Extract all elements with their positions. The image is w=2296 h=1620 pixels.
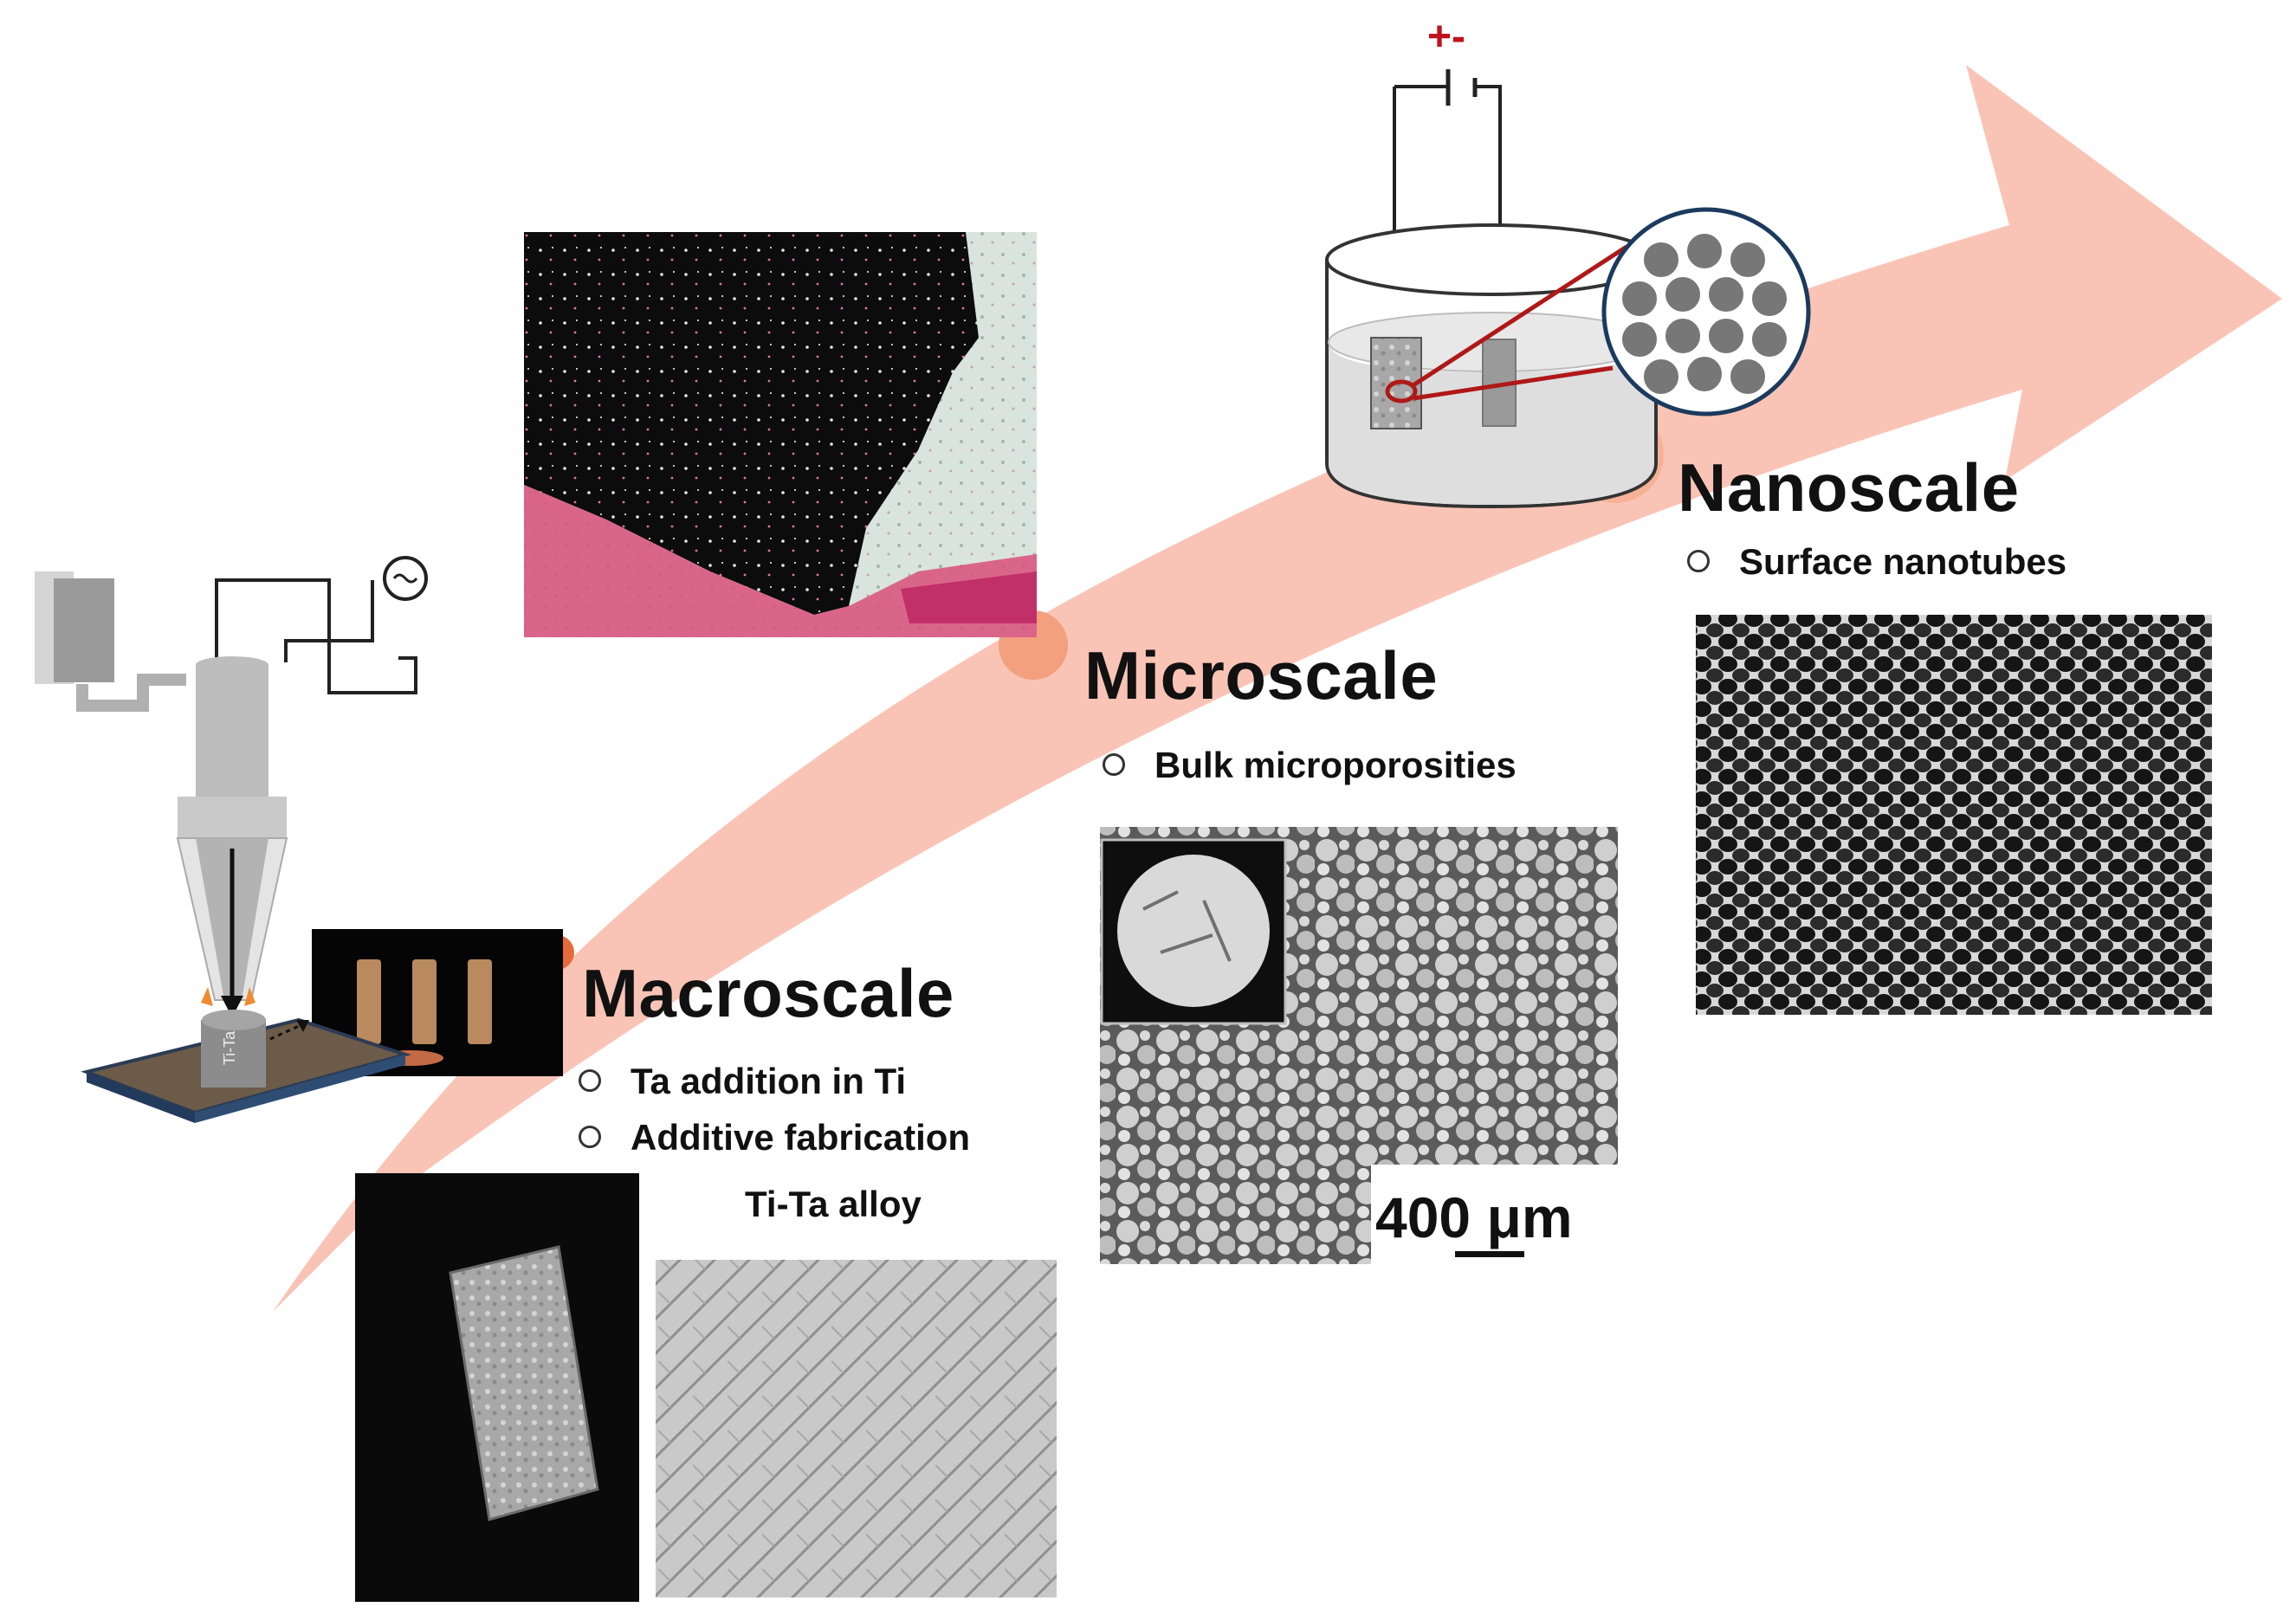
magnifier-circle-icon [1601,207,1811,416]
nanotube-sem-image [1696,615,2212,1015]
bullet-icon [1687,549,1710,572]
histology-image [524,232,1037,637]
scale-bar [1455,1251,1524,1257]
macroscale-sub-label: Ti-Ta alloy [745,1184,922,1224]
microscale-bullet-1: Bulk microporosities [1103,745,1517,786]
microporous-sem-image [1100,827,1618,1264]
polarity-label: +- [1427,14,1466,60]
scale-bar-label: 400 μm [1375,1185,1573,1249]
cylinder-sample-image [355,1173,639,1602]
deposition-printer [35,556,428,1123]
bullet-icon [1103,752,1125,776]
bullet-icon [579,1125,601,1148]
lamellar-microstructure-image [656,1260,1057,1597]
macroscale-bullet-1: Ta addition in Ti [579,1061,906,1102]
nanoscale-title: Nanoscale [1678,449,2020,526]
electrochemical-cell [1325,69,1811,509]
ac-source-icon [383,556,428,601]
macroscale-bullet-2: Additive fabrication [579,1117,970,1159]
bullet-icon [579,1068,601,1092]
macroscale-title: Macroscale [582,955,954,1031]
dc-battery-icon [1446,69,1478,106]
printer-sample-label: Ti-Ta [221,1030,239,1066]
nanoscale-bullet-1: Surface nanotubes [1687,541,2066,583]
microscale-title: Microscale [1084,637,1439,713]
